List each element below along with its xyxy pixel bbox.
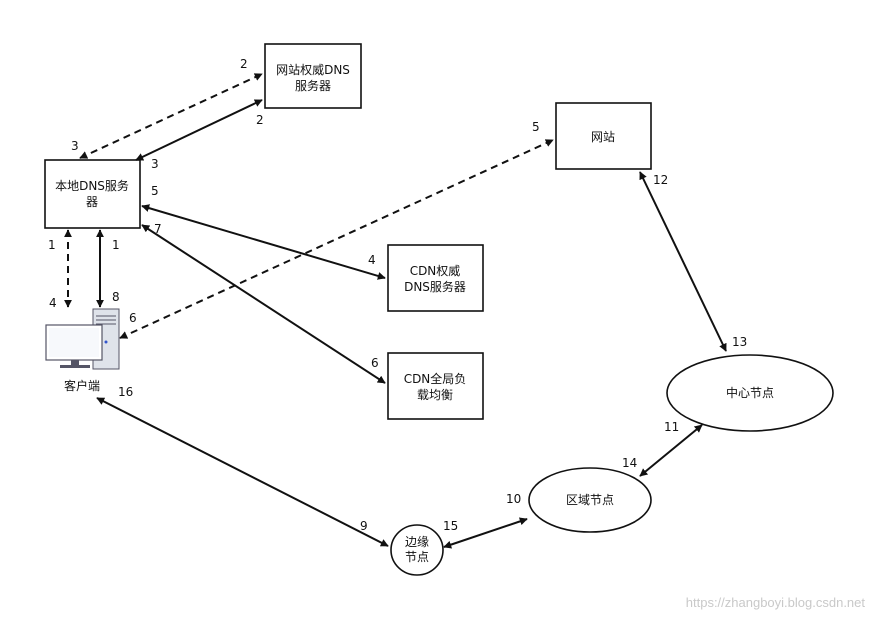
local-dns-box <box>44 159 141 229</box>
cdn-glb-label-1: CDN全局负 <box>404 371 467 386</box>
edge-label-7: 7 <box>154 222 162 236</box>
edge-label-2b: 2 <box>256 113 264 127</box>
edge-label-8: 8 <box>112 290 120 304</box>
center-node-ellipse <box>666 354 834 432</box>
cdn-auth-dns-box <box>387 244 484 312</box>
edge-12-13 <box>639 171 727 352</box>
cdn-glb-box <box>387 352 484 420</box>
edge-2-dashed <box>79 73 263 159</box>
edge-2-solid <box>135 99 263 161</box>
edge-label-13: 13 <box>732 335 747 349</box>
region-node-ellipse <box>528 467 652 533</box>
site-auth-dns-label-2: 服务器 <box>295 78 331 93</box>
edge-label-12: 12 <box>653 173 668 187</box>
client-computer-icon <box>45 308 120 370</box>
edge-label-9: 9 <box>360 519 368 533</box>
edge-label-10: 10 <box>506 492 521 506</box>
cdn-auth-dns-label-1: CDN权威 <box>410 264 461 278</box>
website-box <box>555 102 652 170</box>
edge-label-6b: 6 <box>371 356 379 370</box>
edge-7-6 <box>141 224 386 384</box>
edge-15-10 <box>443 517 528 549</box>
cdn-auth-dns-label-2: DNS服务器 <box>404 279 466 294</box>
edge-label-1b: 1 <box>112 238 120 252</box>
edge-node-ellipse <box>390 524 444 576</box>
region-node-label: 区域节点 <box>566 493 614 507</box>
center-node-label: 中心节点 <box>726 385 774 400</box>
edge-label-5a: 5 <box>532 120 540 134</box>
edge-label-2a: 2 <box>240 57 248 71</box>
edge-14-11 <box>639 424 703 477</box>
edge-label-15: 15 <box>443 519 458 533</box>
edge-label-14: 14 <box>622 456 637 470</box>
edge-label-5b: 5 <box>151 184 159 198</box>
website-label: 网站 <box>591 130 615 144</box>
edge-label-11: 11 <box>664 420 679 434</box>
edge-16-9 <box>96 397 389 547</box>
edge-label-6a: 6 <box>129 311 137 325</box>
local-dns-label-2: 器 <box>86 195 98 209</box>
watermark: https://zhangboyi.blog.csdn.net <box>686 595 866 610</box>
local-dns-label-1: 本地DNS服务 <box>55 178 129 193</box>
edge-label-1a: 1 <box>48 238 56 252</box>
edge-label-3a: 3 <box>71 139 79 153</box>
edge-label-16: 16 <box>118 385 133 399</box>
edge-5-4 <box>141 204 386 280</box>
edge-node-label-2: 节点 <box>405 550 429 564</box>
site-auth-dns-box <box>264 43 362 109</box>
edge-label-4a: 4 <box>368 253 376 267</box>
site-auth-dns-label-1: 网站权威DNS <box>276 63 350 77</box>
edge-node-label-1: 边缘 <box>405 535 429 549</box>
edge-label-3b: 3 <box>151 157 159 171</box>
client-label: 客户端 <box>64 378 100 393</box>
edge-6-5-dashed <box>119 139 554 339</box>
edge-label-4b: 4 <box>49 296 57 310</box>
cdn-glb-label-2: 载均衡 <box>417 388 453 402</box>
